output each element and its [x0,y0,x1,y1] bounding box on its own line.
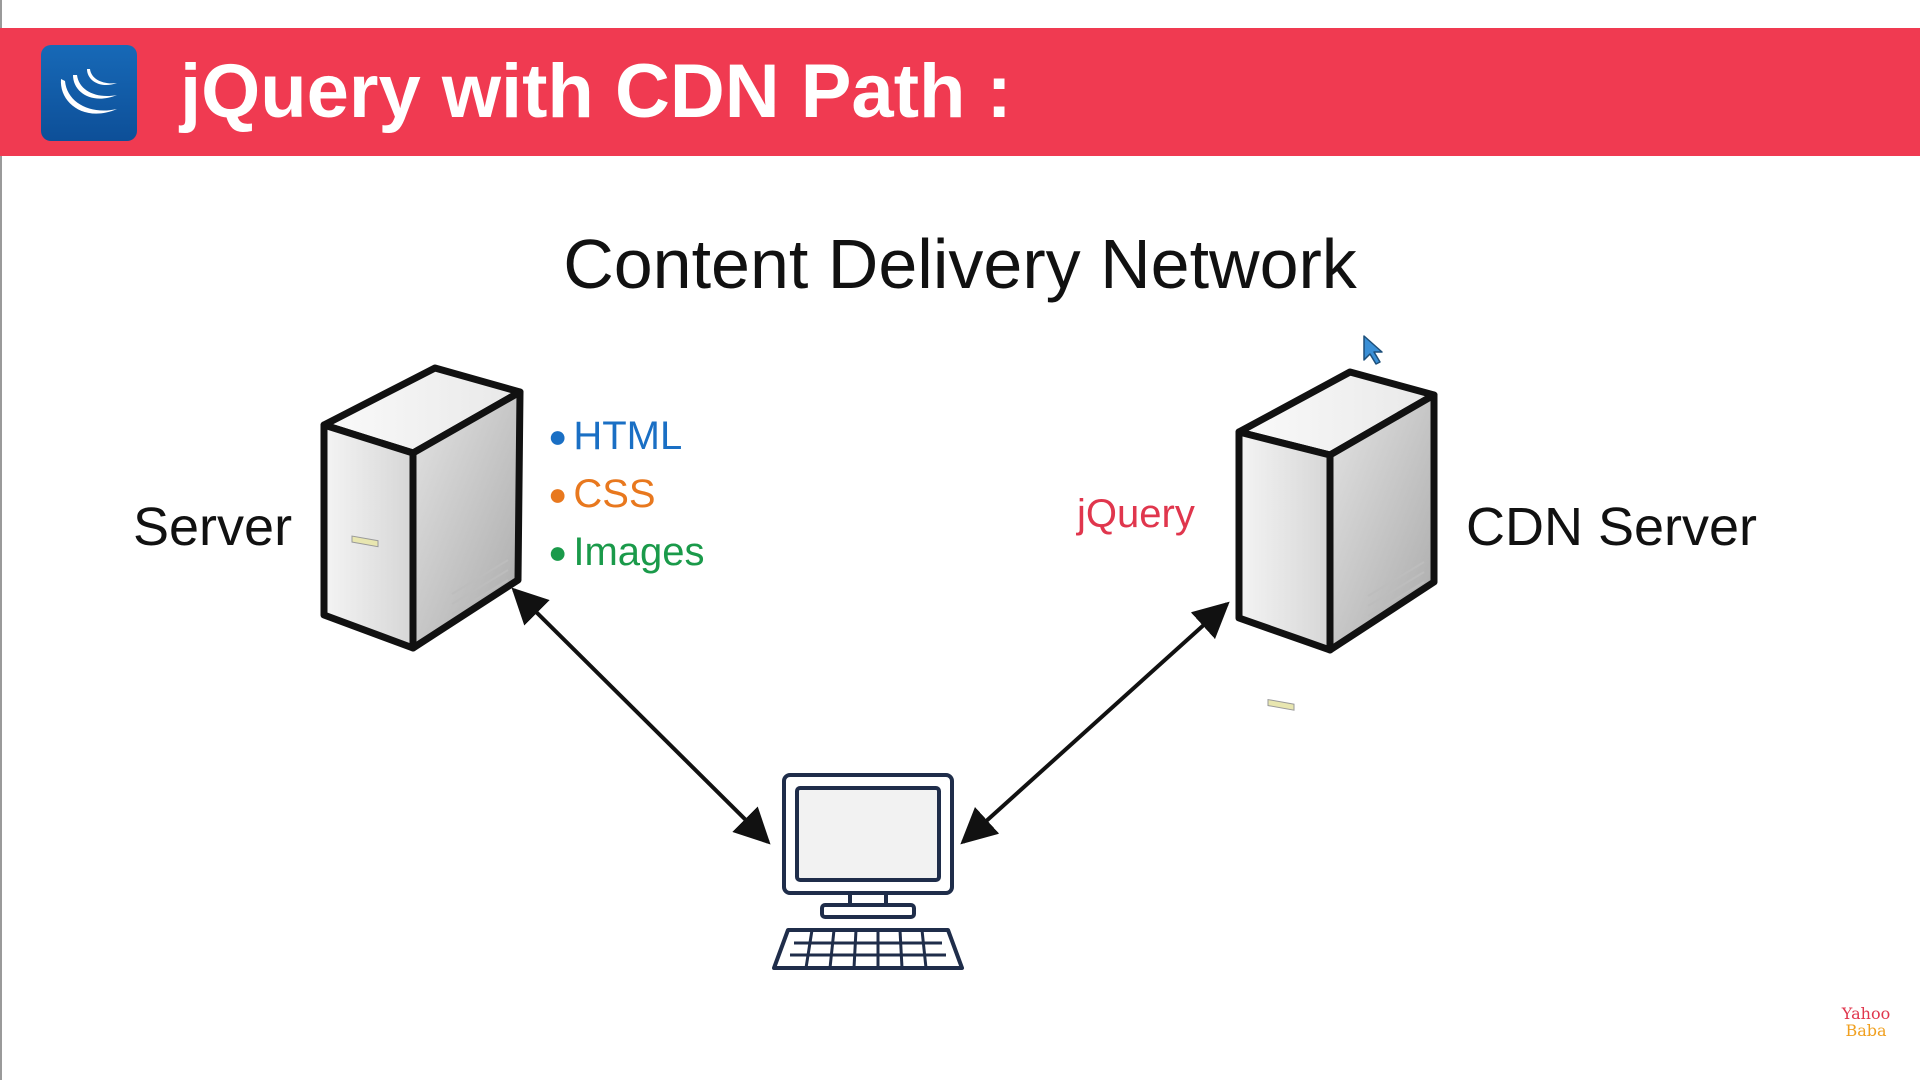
slide-left-border [0,0,2,1080]
client-origin-connector [511,587,771,845]
mouse-cursor-icon [1363,335,1383,365]
cdn-server-label: CDN Server [1466,497,1758,557]
origin-server-icon [320,364,524,652]
cdn-asset-jquery: jQuery [1077,492,1195,536]
client-cdn-connector [960,601,1230,845]
jquery-logo-icon [41,45,137,141]
slide-header: jQuery with CDN Path : [0,28,1920,156]
asset-item-html: ●HTML [548,414,683,458]
slide-title: jQuery with CDN Path : [180,49,1012,134]
origin-server-label: Server [133,497,293,557]
bullet-icon: ● [548,534,568,570]
client-computer-icon [772,773,964,970]
bullet-icon: ● [548,418,568,454]
asset-item-css: ●CSS [548,472,656,516]
origin-asset-list: ●HTML ●CSS ●Images [548,407,705,581]
bullet-icon: ● [548,476,568,512]
brand-watermark: Yahoo Baba [1841,1004,1891,1040]
cdn-server-icon [1235,368,1438,711]
diagram-title: Content Delivery Network [563,225,1357,303]
asset-item-images: ●Images [548,530,705,574]
